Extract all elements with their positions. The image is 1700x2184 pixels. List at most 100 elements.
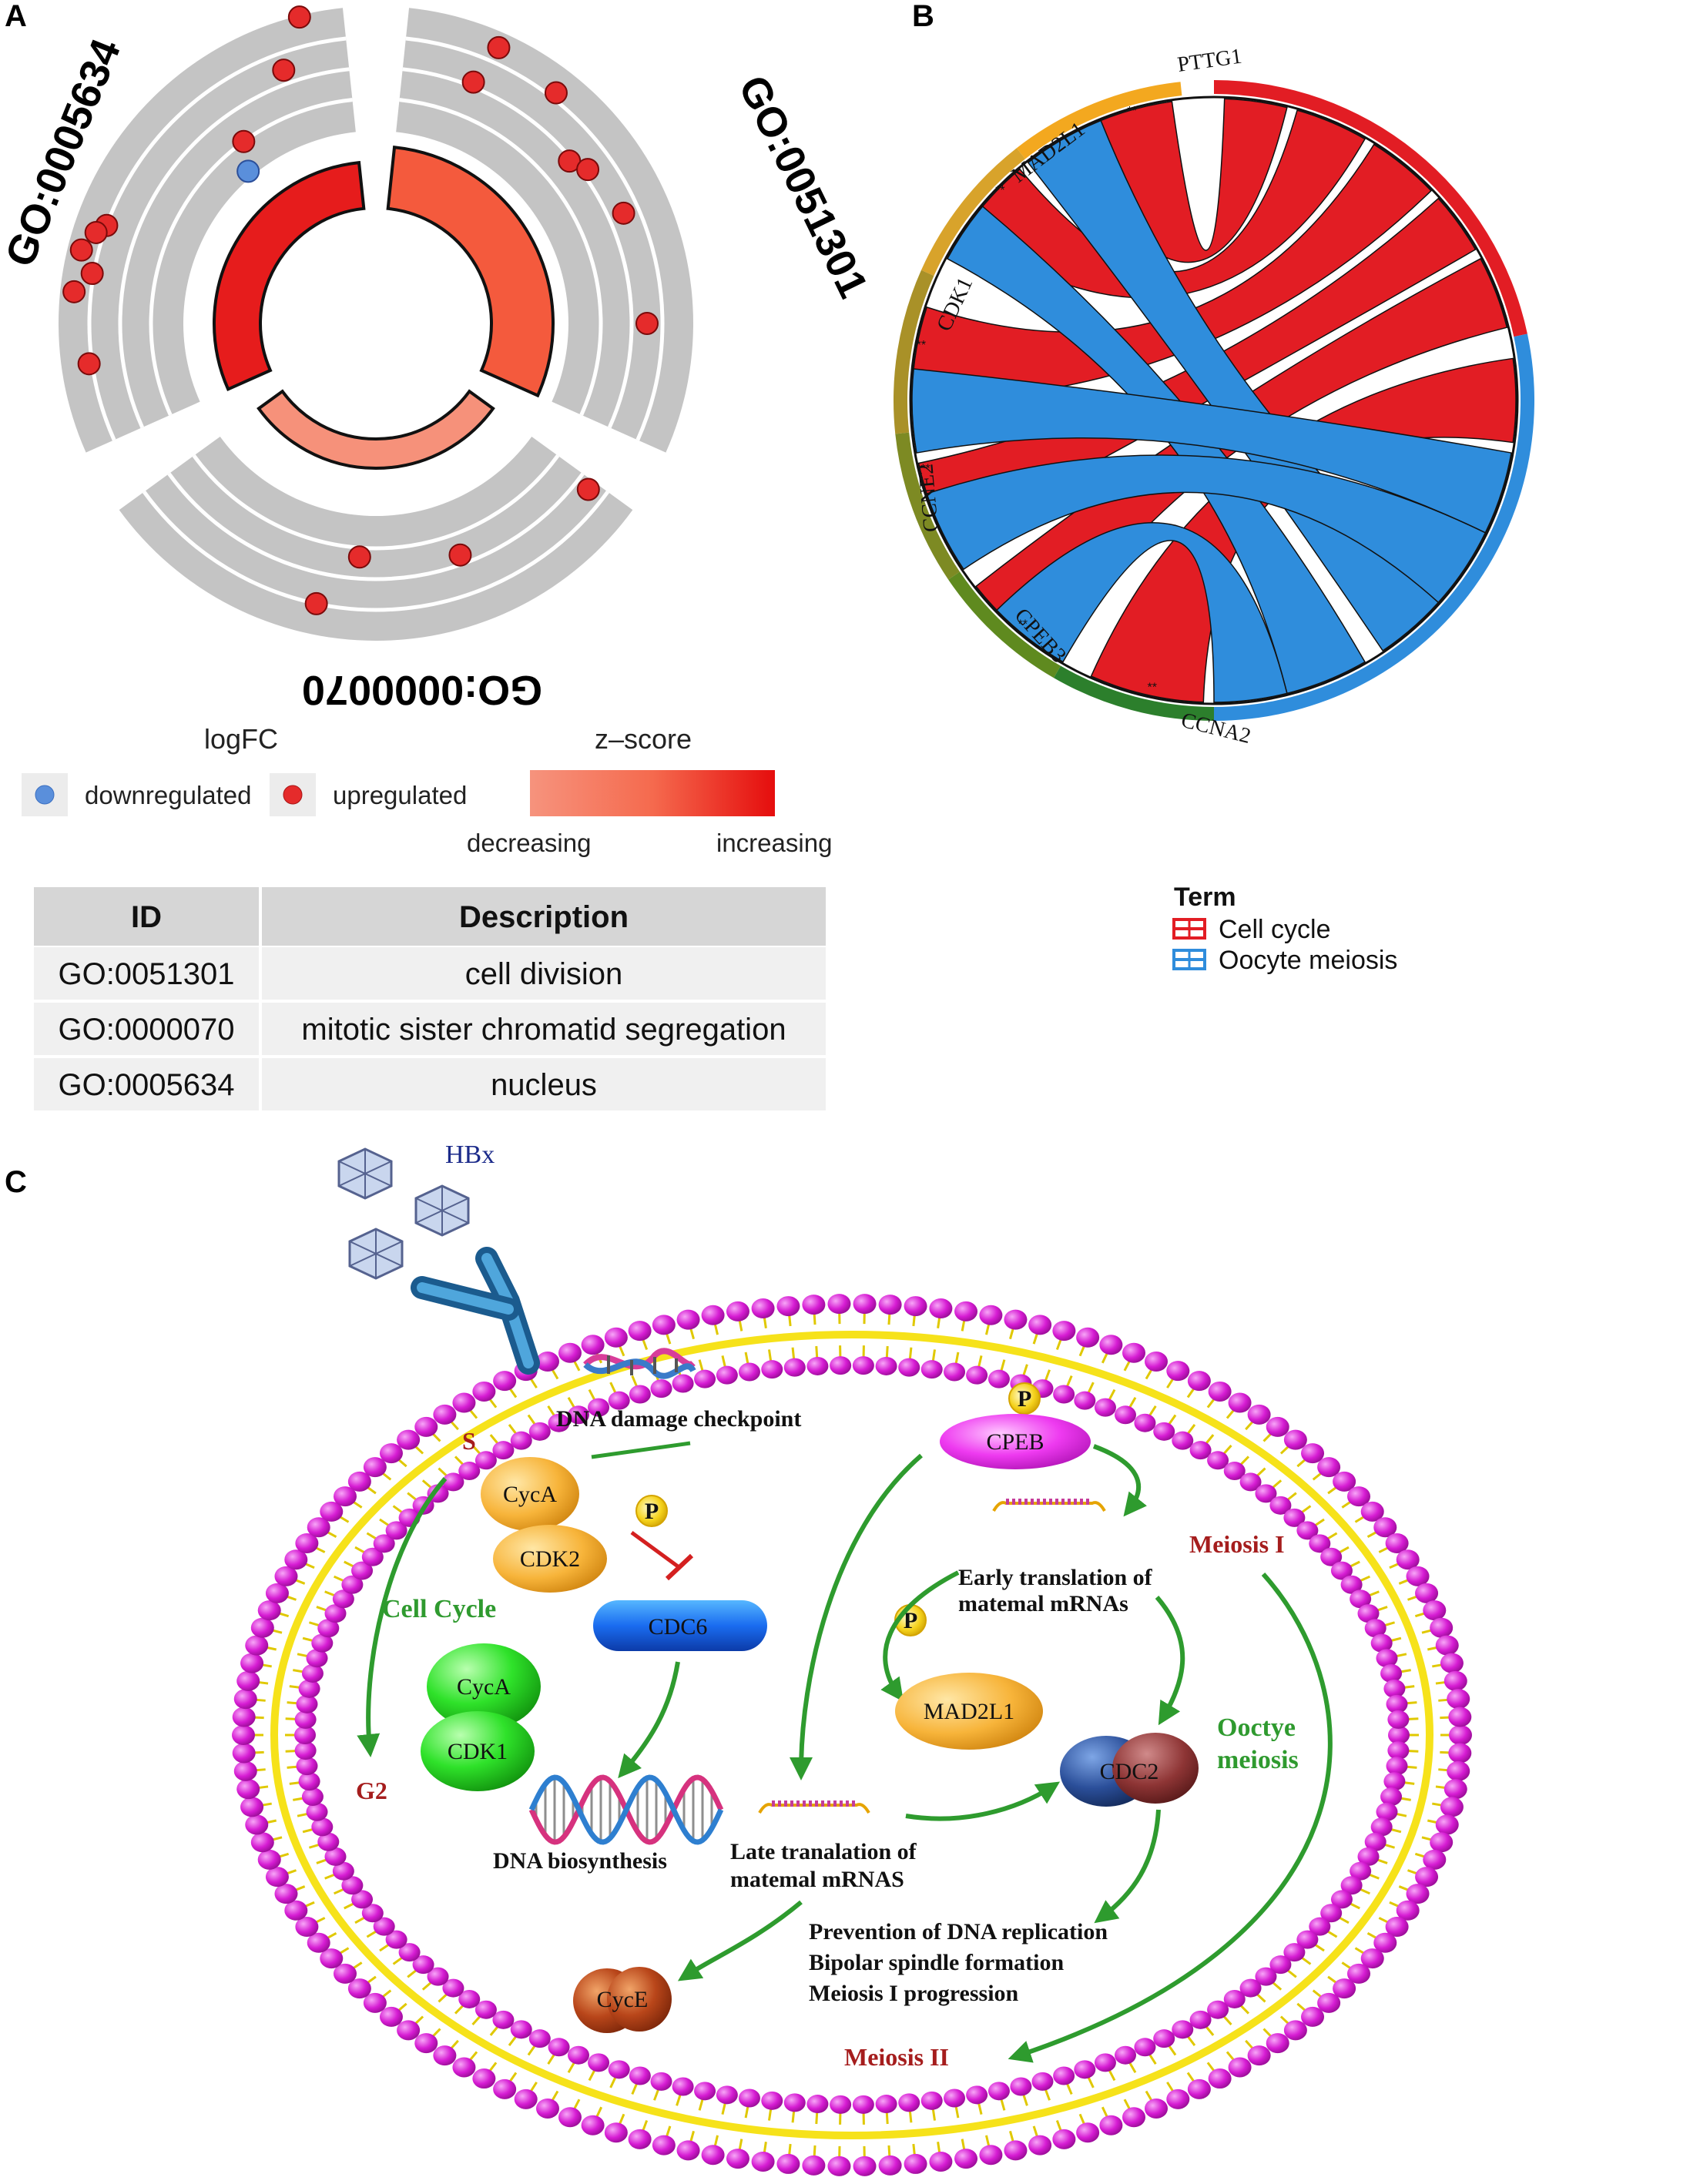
mad2l1-label: MAD2L1 (924, 1699, 1014, 1724)
cdc2-to-outcomes-arrow (1094, 1809, 1161, 1924)
s-to-g2-arrow (357, 1477, 448, 1757)
upregulated-gene-dot (69, 238, 93, 262)
meiosis-1-to-2-arrow (1008, 1572, 1333, 2063)
gene-arc (895, 432, 961, 580)
phospho-icon: P (1008, 1382, 1041, 1415)
oocyte-meiosis-swatch (1172, 949, 1206, 970)
mrna-late-icon (758, 1800, 870, 1814)
zscore-increasing: increasing (716, 829, 832, 857)
chord-ribbon (1061, 98, 1288, 263)
significance-mark: ** (995, 184, 1004, 197)
table-row-2-description: mitotic sister chromatid segregation (301, 1013, 786, 1047)
late-translation-line2: matemal mRNAS (730, 1867, 904, 1892)
cyca-green-label: CycA (457, 1674, 511, 1700)
upregulated-gene-dot (77, 352, 101, 376)
phospho-icon: P (635, 1495, 668, 1527)
cdc2-protein-b (1112, 1733, 1199, 1804)
table-header-description: Description (459, 900, 629, 934)
upregulated-gene-dot (272, 59, 296, 82)
panel-b-chord: ************ (894, 80, 1534, 721)
early-to-cdc2-arrow (1155, 1596, 1185, 1726)
zscore-sector-bottom (257, 389, 495, 470)
svg-text:P: P (1018, 1386, 1031, 1412)
upregulated-label: upregulated (333, 781, 467, 809)
significance-mark: ** (920, 462, 930, 475)
upregulated-gene-dot (612, 201, 635, 225)
zscore-sector-left (213, 160, 366, 392)
gene-label-pttg1: PTTG1 (1176, 45, 1243, 77)
upregulated-gene-dot (80, 262, 104, 286)
zscore-legend-title: z–score (595, 723, 692, 755)
logfc-legend: logFC downregulated upregulated (22, 723, 467, 816)
cell-cycle-label: Cell cycle (1219, 915, 1330, 944)
oocyte-meiosis-label: Oocyte meiosis (1219, 946, 1397, 975)
cyca-cdk2-cyca (481, 1457, 579, 1531)
outcome-line2: Bipolar spindle formation (809, 1950, 1064, 1975)
dna-biosynthesis-label: DNA biosynthesis (493, 1848, 667, 1874)
svg-text:P: P (904, 1608, 917, 1633)
late-to-cyce-arrow (677, 1900, 803, 1981)
cyca-cdk1-cyca (427, 1643, 541, 1730)
oocyte-meiosis-text-1: Ooctye (1217, 1713, 1296, 1742)
dna-damage-label: DNA damage checkpoint (556, 1406, 801, 1432)
early-translation-line2: matemal mRNAs (958, 1591, 1128, 1616)
cdc2-label: CDC2 (1100, 1759, 1159, 1784)
upregulated-gene-dot (576, 158, 600, 182)
upregulated-dot (283, 785, 303, 805)
go-label-bottom: GO:0000070 (302, 667, 542, 713)
term-legend-title: Term (1174, 883, 1236, 912)
meiosis-1-label: Meiosis I (1189, 1530, 1285, 1558)
cpeb-label: CPEB (986, 1429, 1044, 1455)
cpeb-to-early-arrow (1092, 1444, 1147, 1517)
late-to-cdc2-arrow (905, 1781, 1061, 1821)
cdc6-to-dna-arrow (618, 1661, 680, 1779)
late-translation-line1: Late tranalation of (730, 1839, 917, 1864)
zscore-sector-right (386, 146, 555, 398)
g2-phase-label: G2 (356, 1777, 387, 1804)
mrna-early-icon (992, 1499, 1106, 1512)
hbx-label: HBx (445, 1141, 495, 1169)
svg-text:P: P (645, 1499, 659, 1524)
chord-ribbon (911, 143, 1433, 401)
chord-ribbon (926, 454, 1487, 604)
downregulated-gene-dot (236, 159, 260, 183)
cdk1-protein (421, 1711, 535, 1791)
dna-damage-icon (583, 1348, 696, 1379)
cdc6-label: CDC6 (649, 1614, 708, 1640)
oocyte-meiosis-text-2: meiosis (1217, 1746, 1299, 1774)
significance-mark: ** (1018, 618, 1028, 631)
upregulated-gene-dot (62, 280, 86, 303)
checkpoint-link (591, 1441, 691, 1459)
upregulated-gene-dot (461, 70, 485, 94)
go-label-right: GO:0051301 (729, 69, 877, 305)
upregulated-gene-dot (287, 5, 311, 29)
significance-mark: ** (1148, 682, 1157, 695)
panel-a-letter: A (5, 0, 27, 33)
inhibition-arrow (630, 1530, 679, 1569)
panel-a-circos (59, 5, 693, 641)
gene-arc (894, 270, 934, 434)
hbx-virus-icon (337, 1147, 470, 1280)
panel-b-letter: B (912, 0, 934, 33)
outcome-line3: Meiosis I progression (809, 1981, 1019, 2006)
cyce-protein-b (607, 1967, 672, 2032)
gene-arc (948, 571, 1061, 678)
upregulated-gene-dot (232, 129, 256, 153)
chord-ribbon (995, 521, 1288, 703)
significance-mark: ** (917, 339, 926, 352)
mad2l1-protein (895, 1673, 1043, 1750)
zscore-decreasing: decreasing (467, 829, 591, 857)
downregulated-label: downregulated (85, 781, 252, 809)
upregulated-gene-dot (576, 477, 600, 501)
logfc-legend-title: logFC (204, 723, 278, 755)
zscore-legend: z–score decreasing increasing (467, 723, 832, 857)
term-legend: Term Cell cycle Oocyte meiosis (1172, 883, 1397, 975)
cell-cycle-term-arc (1214, 80, 1527, 337)
table-row-2-id: GO:0000070 (58, 1013, 234, 1047)
gene-arc (1054, 665, 1214, 721)
zscore-gradient-bar (530, 770, 775, 816)
cpeb-protein (940, 1414, 1091, 1469)
early-translation-line1: Early translation of (958, 1565, 1153, 1590)
upregulated-gene-dot (304, 591, 328, 615)
